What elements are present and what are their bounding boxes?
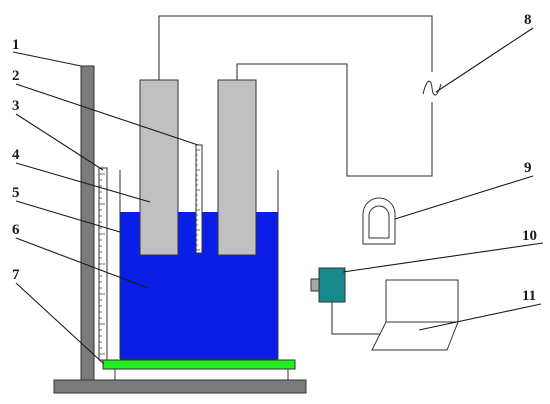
callout-8: 8 bbox=[524, 12, 532, 28]
callout-5: 5 bbox=[12, 185, 20, 201]
ruler-ticks bbox=[99, 173, 105, 355]
leader-2 bbox=[15, 83, 199, 146]
leader-8 bbox=[435, 27, 534, 93]
leader-5 bbox=[15, 200, 121, 233]
leader-1 bbox=[12, 51, 82, 67]
stand-rod bbox=[80, 65, 95, 381]
electrode-right bbox=[217, 79, 257, 256]
callout-3: 3 bbox=[12, 98, 20, 114]
callout-1: 1 bbox=[12, 37, 20, 53]
camera bbox=[310, 267, 346, 303]
callout-9: 9 bbox=[524, 160, 532, 176]
callout-7: 7 bbox=[12, 267, 20, 283]
wire-right-electrode bbox=[236, 63, 433, 177]
electrode-left bbox=[139, 79, 179, 256]
thermostat-device bbox=[362, 197, 396, 245]
leader-6 bbox=[15, 237, 149, 289]
camera-cable bbox=[331, 302, 386, 335]
leader-3 bbox=[15, 113, 104, 171]
leader-7 bbox=[15, 282, 105, 365]
ac-power-symbol bbox=[422, 80, 442, 96]
callout-2: 2 bbox=[12, 68, 20, 84]
callout-6: 6 bbox=[12, 222, 20, 238]
leader-4 bbox=[15, 162, 151, 203]
thermometer-ticks bbox=[196, 149, 200, 251]
laptop bbox=[371, 279, 459, 351]
wire-left-electrode bbox=[158, 15, 433, 80]
stand-base bbox=[53, 379, 307, 394]
leader-9 bbox=[394, 175, 534, 220]
heating-plate bbox=[102, 359, 296, 370]
thermometer bbox=[195, 144, 203, 254]
leader-10 bbox=[342, 242, 544, 273]
callout-11: 11 bbox=[522, 288, 536, 304]
callout-4: 4 bbox=[12, 147, 20, 163]
leader-11 bbox=[418, 303, 542, 331]
callout-10: 10 bbox=[522, 228, 537, 244]
ruler bbox=[98, 167, 108, 361]
